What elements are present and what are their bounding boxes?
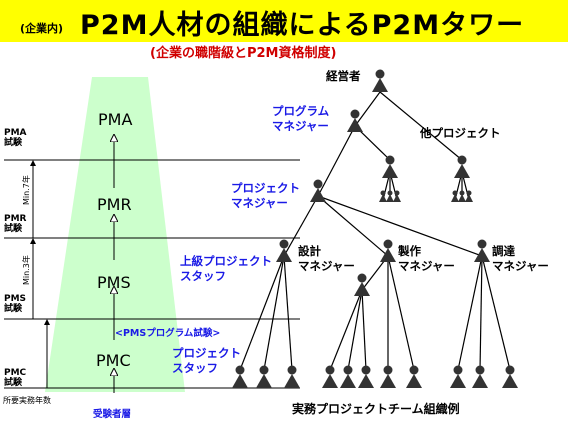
person-icon xyxy=(458,194,466,202)
senior-staff-label: 上級プロジェクトスタッフ xyxy=(180,254,272,283)
person-icon xyxy=(387,190,393,196)
person-icon xyxy=(379,194,387,202)
production-manager-label: 製作マネジャー xyxy=(398,244,455,273)
person-icon xyxy=(380,248,396,262)
person-icon xyxy=(380,190,386,196)
tower-shape xyxy=(45,77,185,392)
person-icon xyxy=(313,179,323,189)
person-icon xyxy=(256,374,272,388)
years-label: 所要実務年数 xyxy=(3,396,51,405)
person-icon xyxy=(310,188,326,202)
other-project-label: 他プロジェクト xyxy=(420,126,501,140)
org-tree-lines xyxy=(239,91,511,371)
project-staff-label: プロジェクトスタッフ xyxy=(172,346,241,375)
design-manager-label: 設計マネジャー xyxy=(298,244,355,273)
person-icon xyxy=(354,282,370,296)
person-icon xyxy=(375,69,385,79)
person-icon xyxy=(372,78,388,92)
title-bar xyxy=(0,0,568,42)
person-icon xyxy=(276,248,292,262)
level-pma: PMA xyxy=(98,110,133,129)
person-icon xyxy=(347,118,363,132)
person-icon xyxy=(474,248,490,262)
page-title: P2M人材の組織によるP2Mタワー xyxy=(80,10,525,41)
person-icon xyxy=(477,239,487,249)
program-manager-label: プログラムマネジャー xyxy=(272,104,330,133)
executive-label: 経営者 xyxy=(326,69,361,83)
person-icon xyxy=(502,374,518,388)
person-icon xyxy=(457,155,467,165)
person-icon xyxy=(451,194,459,202)
person-icon xyxy=(279,239,289,249)
person-icon xyxy=(350,109,360,119)
person-icons xyxy=(232,69,518,388)
person-icon xyxy=(406,374,422,388)
person-icon xyxy=(322,374,338,388)
project-manager-label: プロジェクトマネジャー xyxy=(231,181,300,210)
pms-program-exam: <PMSプログラム試験> xyxy=(115,328,221,339)
person-icon xyxy=(394,190,400,196)
person-icon xyxy=(382,164,398,178)
person-icon xyxy=(361,365,371,375)
years-min3: Min.3年 xyxy=(22,255,31,285)
person-icon xyxy=(454,164,470,178)
person-icon xyxy=(232,374,248,388)
person-icon xyxy=(325,365,335,375)
person-icon xyxy=(452,190,458,196)
person-icon xyxy=(465,194,473,202)
level-pms: PMS xyxy=(97,273,131,292)
person-icon xyxy=(409,365,419,375)
person-icon xyxy=(284,374,300,388)
person-icon xyxy=(459,190,465,196)
procurement-manager-label: 調達マネジャー xyxy=(492,244,549,273)
person-icon xyxy=(505,365,515,375)
applicant-layer: 受験者層 xyxy=(93,409,132,420)
person-icon xyxy=(357,273,367,283)
subtitle: (企業の職階級とP2M資格制度) xyxy=(150,46,337,61)
person-icon xyxy=(386,194,394,202)
years-min7: Min.7年 xyxy=(22,175,31,205)
org-caption: 実務プロジェクトチーム組織例 xyxy=(292,402,460,416)
person-icon xyxy=(380,374,396,388)
title-prefix: (企業内) xyxy=(20,22,64,35)
person-icon xyxy=(393,194,401,202)
person-icon xyxy=(453,365,463,375)
person-icon xyxy=(466,190,472,196)
person-icon xyxy=(383,239,393,249)
person-icon xyxy=(383,365,393,375)
level-pmc: PMC xyxy=(96,351,131,370)
person-icon xyxy=(358,374,374,388)
level-pmr: PMR xyxy=(97,195,132,214)
person-icon xyxy=(475,365,485,375)
person-icon xyxy=(450,374,466,388)
person-icon xyxy=(343,365,353,375)
person-icon xyxy=(287,365,297,375)
person-icon xyxy=(385,155,395,165)
person-icon xyxy=(259,365,269,375)
person-icon xyxy=(235,365,245,375)
person-icon xyxy=(472,374,488,388)
person-icon xyxy=(340,374,356,388)
